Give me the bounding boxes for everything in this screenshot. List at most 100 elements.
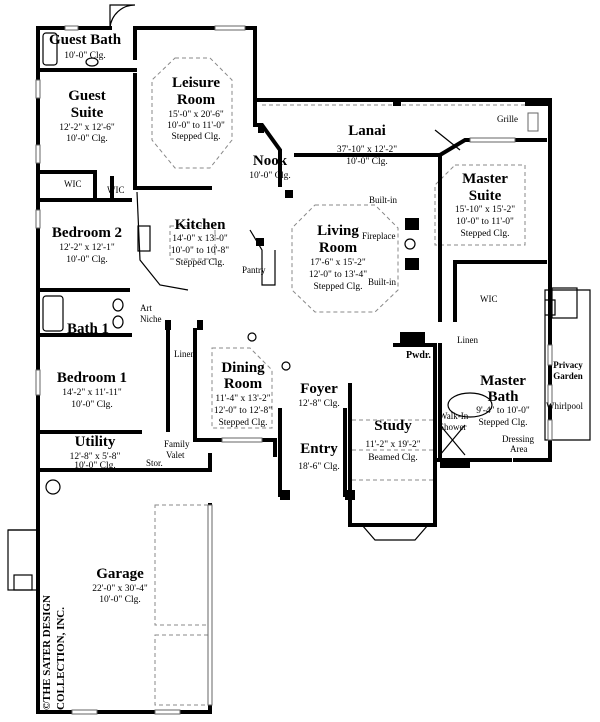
- room-name: Dining: [221, 360, 265, 376]
- room-note: Stepped Clg.: [175, 258, 224, 268]
- room-study: Study 11'-2" x 19'-2" Beamed Clg.: [365, 418, 420, 463]
- room-name: Privacy: [553, 360, 583, 370]
- room-name: Bath 1: [67, 321, 109, 337]
- room-size: 12'-2" x 12'-1": [59, 243, 115, 253]
- room-name: Guest: [68, 88, 106, 104]
- room-name: Entry: [300, 441, 338, 457]
- copyright-line: ©THE SATER DESIGN: [41, 595, 53, 710]
- room-ceiling: 10'-0" Clg.: [64, 51, 105, 61]
- room-bath-1: Bath 1: [67, 321, 109, 337]
- room-ceiling: 10'-0" Clg.: [74, 461, 115, 471]
- label-wic: WIC: [64, 179, 82, 189]
- room-name: Room: [319, 240, 358, 256]
- label-whirlpool: Whirlpool: [546, 401, 583, 411]
- room-name: Room: [224, 376, 263, 392]
- room-name: Garage: [96, 566, 144, 582]
- room-name: Suite: [71, 105, 104, 121]
- room-name: Suite: [469, 188, 502, 204]
- label-pantry: Pantry: [242, 265, 266, 275]
- room-kitchen: Kitchen 14'-0" x 13'-0" 10'-0" to 10'-8"…: [171, 217, 229, 268]
- room-ceiling: 10'-0" Clg.: [66, 255, 107, 265]
- room-name: Room: [177, 92, 216, 108]
- room-name: Nook: [253, 153, 288, 169]
- room-foyer: Foyer 12'-8" Clg.: [298, 381, 339, 409]
- room-size: 15'-0" x 20'-6": [168, 110, 224, 120]
- room-ceiling: 12'-0" to 13'-4": [309, 270, 367, 280]
- room-note: Stepped Clg.: [218, 418, 267, 428]
- room-ceiling: 10'-0" Clg.: [71, 400, 112, 410]
- room-dining: Dining Room 11'-4" x 13'-2" 12'-0" to 12…: [214, 360, 272, 428]
- room-nook: Nook 10'-0" Clg.: [249, 153, 290, 181]
- room-name: Study: [374, 418, 412, 434]
- room-size: 14'-2" x 11'-11": [62, 388, 122, 398]
- label-linen: Linen: [457, 335, 478, 345]
- room-size: 17'-6" x 15'-2": [310, 258, 366, 268]
- room-name: Living: [317, 223, 359, 239]
- room-bedroom-2: Bedroom 2 12'-2" x 12'-1" 10'-0" Clg.: [52, 225, 122, 265]
- room-size: 9'-4" to 10'-0": [476, 406, 530, 416]
- label-art-niche: Niche: [140, 314, 162, 324]
- room-name: Utility: [75, 434, 116, 450]
- label-dressing-area: Dressing: [502, 434, 534, 444]
- room-entry: Entry 18'-6" Clg.: [298, 441, 339, 472]
- room-ceiling: 18'-6" Clg.: [298, 462, 339, 472]
- room-name: Bedroom 2: [52, 225, 122, 241]
- fixtures: [42, 4, 493, 495]
- room-name: Kitchen: [175, 217, 226, 233]
- label-fireplace: Fireplace: [362, 231, 395, 241]
- room-ceiling: 10'-0" Clg.: [249, 171, 290, 181]
- room-ceiling: 10'-0" Clg.: [346, 157, 387, 167]
- label-art-niche: Art: [140, 303, 152, 313]
- copyright: ©THE SATER DESIGN COLLECTION, INC.: [41, 595, 67, 710]
- room-name: Lanai: [348, 123, 386, 139]
- room-guest-bath: Guest Bath 10'-0" Clg.: [49, 32, 122, 61]
- room-size: 12'-8" x 5'-8": [70, 452, 121, 462]
- copyright-line: COLLECTION, INC.: [55, 607, 67, 710]
- room-ceiling: Beamed Clg.: [368, 453, 418, 463]
- label-dressing-area: Area: [510, 444, 528, 454]
- room-ceiling: 10'-0" to 11'-0": [456, 217, 514, 227]
- room-size: 12'-2" x 12'-6": [59, 123, 115, 133]
- room-bedroom-1: Bedroom 1 14'-2" x 11'-11" 10'-0" Clg.: [57, 370, 127, 410]
- room-size: 22'-0" x 30'-4": [92, 584, 148, 594]
- label-built-in: Built-in: [368, 277, 397, 287]
- label-family-valet: Valet: [166, 450, 185, 460]
- room-utility: Utility 12'-8" x 5'-8" 10'-0" Clg.: [70, 434, 121, 471]
- label-family-valet: Family: [164, 439, 190, 449]
- room-ceiling: 10'-0" Clg.: [66, 134, 107, 144]
- room-name: Guest Bath: [49, 32, 122, 48]
- room-ceiling: 12'-0" to 12'-8": [214, 406, 272, 416]
- room-name: Bedroom 1: [57, 370, 127, 386]
- label-grille: Grille: [497, 114, 518, 124]
- windows: [35, 25, 553, 715]
- room-name: Leisure: [172, 75, 220, 91]
- room-name: Foyer: [300, 381, 338, 397]
- room-note: Stepped Clg.: [313, 282, 362, 292]
- label-powder: Pwdr.: [406, 350, 431, 361]
- room-ceiling: 10'-0" to 10'-8": [171, 246, 229, 256]
- room-lanai: Lanai 37'-10" x 12'-2" 10'-0" Clg.: [337, 123, 397, 167]
- label-built-in: Built-in: [369, 195, 398, 205]
- annotations: WIC WIC WIC Pantry Built-in Built-in Fir…: [64, 114, 583, 468]
- room-name: Bath: [488, 389, 520, 405]
- room-ceiling: 10'-0" Clg.: [99, 595, 140, 605]
- room-ceiling: 12'-8" Clg.: [298, 399, 339, 409]
- room-note: Stepped Clg.: [460, 229, 509, 239]
- room-note: Stepped Clg.: [171, 132, 220, 142]
- label-wic: WIC: [480, 294, 498, 304]
- room-privacy-garden: Privacy Garden: [553, 360, 583, 381]
- room-master-bath: Master Bath 9'-4" to 10'-0" Stepped Clg.: [476, 373, 530, 428]
- piers: [165, 98, 550, 500]
- label-walk-in-shower: Shower: [439, 422, 467, 432]
- room-size: 15'-10" x 15'-2": [455, 205, 515, 215]
- label-storage: Stor.: [146, 458, 163, 468]
- room-ceiling: 10'-0" to 11'-0": [167, 121, 225, 131]
- room-guest-suite: Guest Suite 12'-2" x 12'-6" 10'-0" Clg.: [59, 88, 115, 144]
- room-size: 11'-4" x 13'-2": [215, 394, 270, 404]
- room-garage: Garage 22'-0" x 30'-4" 10'-0" Clg.: [92, 566, 148, 605]
- label-linen: Linen: [174, 349, 195, 359]
- room-name: Master: [462, 171, 508, 187]
- room-master-suite: Master Suite 15'-10" x 15'-2" 10'-0" to …: [455, 171, 515, 239]
- walls: [7, 26, 591, 714]
